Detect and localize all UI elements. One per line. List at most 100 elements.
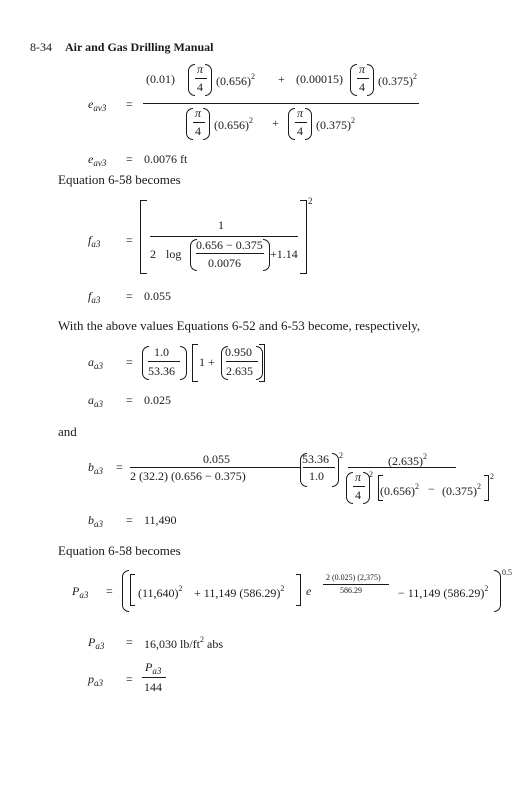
pi: π <box>355 470 362 484</box>
frac-line <box>295 122 307 123</box>
inner2: (0.375)2 <box>442 482 481 499</box>
paren <box>305 108 312 140</box>
sq: 2 <box>249 116 253 125</box>
lhs-var: aa3 <box>88 393 103 409</box>
frac-line <box>130 467 300 468</box>
text-equation-658-becomes: Equation 6-58 becomes <box>58 172 181 187</box>
lhs-var: Pa3 <box>88 635 104 651</box>
t1b: + 11,149 (586.29)2 <box>194 584 284 601</box>
var-sub: a3 <box>79 590 89 600</box>
lhs-var: ba3 <box>88 513 103 529</box>
equals: = <box>126 355 133 369</box>
sq: 2 <box>178 584 183 593</box>
inner-text: (0.656) <box>380 484 415 498</box>
var: f <box>88 289 92 303</box>
four: 4 <box>359 80 365 94</box>
text-equation-658-becomes: Equation 6-58 becomes <box>58 543 181 558</box>
var: P <box>88 635 96 649</box>
sq: 2 <box>415 482 419 491</box>
sq: 2 <box>413 72 417 81</box>
p-num: 53.36 <box>302 452 329 466</box>
minus: − <box>428 482 435 496</box>
equals: = <box>126 393 133 407</box>
paren <box>300 453 307 487</box>
var-sub: a3 <box>91 295 101 305</box>
plus: + <box>272 116 279 130</box>
t1-text: (11,640) <box>138 586 179 600</box>
p-exp: 2 <box>339 451 343 460</box>
f1-num: 1.0 <box>154 345 169 359</box>
one-plus: 1 + <box>199 355 215 369</box>
sq: 2 <box>251 72 255 81</box>
var: P <box>72 584 80 598</box>
frac-line <box>323 584 389 585</box>
outer-exp: 2 <box>308 196 313 206</box>
bracket <box>130 574 135 606</box>
paren <box>205 64 212 96</box>
bracket <box>192 344 198 382</box>
frac-line <box>193 122 205 123</box>
bracket <box>300 200 307 274</box>
var: a <box>88 393 94 407</box>
paren <box>288 108 295 140</box>
pi: π <box>195 106 202 120</box>
e: e <box>306 584 312 598</box>
main-frac-line <box>143 103 419 104</box>
frac-line <box>142 677 166 678</box>
equals: = <box>126 289 133 303</box>
lhs-var: fa3 <box>88 289 100 305</box>
pi: π <box>297 106 304 120</box>
four: 4 <box>195 124 201 138</box>
var-sub: a3 <box>95 641 105 651</box>
equals: = <box>126 233 133 247</box>
num: Pa3 <box>145 660 161 676</box>
bracket <box>259 344 265 382</box>
d1-text: (0.656) <box>214 118 249 132</box>
frac-num: 0.656 − 0.375 <box>196 238 263 252</box>
bracket <box>140 200 147 274</box>
f1-den: 53.36 <box>148 364 175 378</box>
lhs-var: Pa3 <box>72 584 88 600</box>
paren <box>263 239 270 271</box>
bracket <box>296 574 301 606</box>
value: 16,030 lb/ft2 abs <box>144 635 223 652</box>
equals: = <box>126 635 133 649</box>
frac-line <box>195 78 207 79</box>
var: p <box>88 672 94 686</box>
four: 4 <box>197 80 203 94</box>
p-den: 1.0 <box>309 469 324 483</box>
var: e <box>88 152 94 166</box>
pi: π <box>359 62 366 76</box>
bracket <box>484 475 489 501</box>
paren <box>221 346 228 380</box>
value: 0.055 <box>144 289 171 303</box>
four: 4 <box>355 488 361 502</box>
equals: = <box>126 152 133 166</box>
lhs-var: eav3 <box>88 97 106 113</box>
plus: + <box>278 72 285 86</box>
value: 11,490 <box>144 513 177 527</box>
d2-text: (0.375) <box>316 118 351 132</box>
page-header: 8-34 Air and Gas Drilling Manual <box>30 40 213 55</box>
equals: = <box>126 513 133 527</box>
brace <box>494 570 501 612</box>
num-a: (0.01) <box>146 72 175 86</box>
frac-line <box>303 467 335 468</box>
var: e <box>88 97 94 111</box>
brace <box>122 570 129 612</box>
plus-term: +1.14 <box>270 247 298 261</box>
paren <box>188 64 195 96</box>
var-sub: a3 <box>94 678 103 688</box>
one: 1 <box>218 218 224 232</box>
var-sub: a3 <box>94 466 103 476</box>
d1: (0.656)2 <box>216 72 255 89</box>
var-sub: a3 <box>94 361 103 371</box>
four: 4 <box>297 124 303 138</box>
inner: (0.656)2 <box>380 482 419 499</box>
lhs-var: fa3 <box>88 233 100 249</box>
equals: = <box>116 460 123 474</box>
equals: = <box>126 97 133 111</box>
value: 0.0076 ft <box>144 152 188 166</box>
num-b: (0.00015) <box>296 72 343 86</box>
text-and: and <box>58 424 77 439</box>
